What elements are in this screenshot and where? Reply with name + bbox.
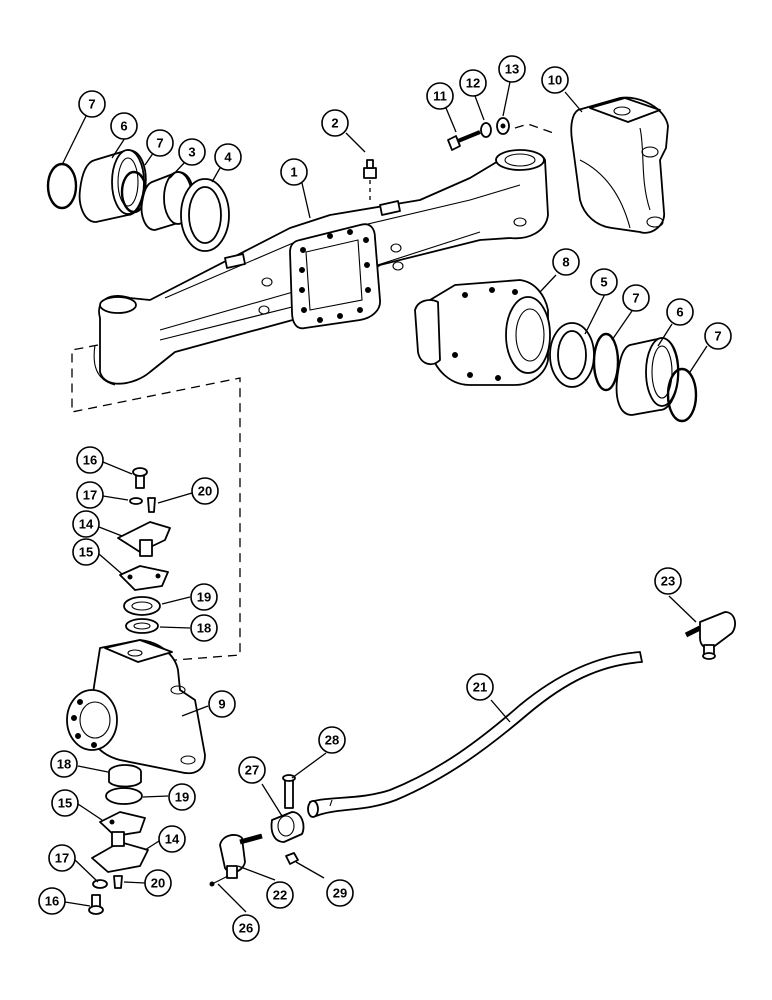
callout-21-label: 21 (473, 680, 487, 695)
callout-13: 13 (498, 55, 526, 83)
clamp (270, 774, 305, 865)
callout-7a: 7 (78, 90, 106, 118)
callout-3-label: 3 (188, 145, 195, 160)
breather-plug (363, 159, 377, 200)
track-rod (307, 651, 643, 818)
callout-19a-label: 19 (197, 590, 211, 605)
callout-16a-label: 16 (83, 453, 97, 468)
callout-20a: 20 (191, 477, 219, 505)
swivel-housing-right (570, 96, 669, 234)
callout-11: 11 (426, 82, 454, 110)
callout-26: 26 (232, 914, 260, 942)
callout-1: 1 (280, 158, 308, 186)
right-bushing-set (549, 322, 698, 423)
callout-8-label: 8 (562, 255, 569, 270)
callout-27: 27 (238, 756, 266, 784)
callout-3: 3 (178, 138, 206, 166)
callout-7d: 7 (704, 322, 732, 350)
callout-5-label: 5 (600, 275, 607, 290)
leader-lines (61, 81, 708, 913)
callout-4: 4 (214, 143, 242, 171)
callout-20a-label: 20 (198, 484, 212, 499)
callout-14b-label: 14 (165, 832, 180, 847)
assembly-line (71, 344, 241, 661)
callout-15b: 15 (51, 789, 79, 817)
callout-6b: 6 (666, 298, 694, 326)
callout-10-label: 10 (548, 73, 562, 88)
callout-15a-label: 15 (79, 545, 93, 560)
callout-2-label: 2 (331, 116, 338, 131)
callout-17a: 17 (76, 481, 104, 509)
callout-19b-label: 19 (175, 790, 189, 805)
callout-12-label: 12 (466, 76, 480, 91)
callout-16b-label: 16 (45, 894, 59, 909)
callout-5: 5 (590, 268, 618, 296)
callout-2: 2 (321, 109, 349, 137)
callout-6a: 6 (110, 112, 138, 140)
callout-26-label: 26 (239, 921, 253, 936)
callout-7c-label: 7 (632, 291, 639, 306)
callout-6a-label: 6 (120, 119, 127, 134)
callout-19a: 19 (190, 583, 218, 611)
callout-7b: 7 (146, 129, 174, 157)
callout-9: 9 (208, 690, 236, 718)
hub-assembly (414, 279, 551, 386)
callout-10: 10 (541, 66, 569, 94)
callout-11-label: 11 (433, 89, 447, 104)
callout-1-label: 1 (290, 165, 297, 180)
callout-28: 28 (318, 726, 346, 754)
callout-15a: 15 (72, 538, 100, 566)
callout-14b: 14 (158, 825, 186, 853)
callout-16b: 16 (38, 887, 66, 915)
callout-19b: 19 (168, 783, 196, 811)
left-bushing-set (46, 149, 230, 252)
callout-14a: 14 (72, 510, 100, 538)
tie-rod-end-left (209, 833, 263, 887)
callout-23-label: 23 (661, 574, 675, 589)
callout-13-label: 13 (505, 62, 519, 77)
callout-16a: 16 (76, 446, 104, 474)
bolt-washer-nut (447, 117, 557, 151)
callout-14a-label: 14 (79, 517, 94, 532)
callout-9-label: 9 (218, 697, 225, 712)
callout-17b-label: 17 (55, 851, 69, 866)
callout-18a-label: 18 (197, 621, 211, 636)
callout-29-label: 29 (333, 886, 347, 901)
callout-4-label: 4 (224, 150, 232, 165)
callout-7b-label: 7 (156, 136, 163, 151)
callout-20b-label: 20 (151, 876, 165, 891)
callout-28-label: 28 (325, 733, 339, 748)
upper-pin-group (117, 467, 171, 634)
callout-7c: 7 (622, 284, 650, 312)
callout-17b: 17 (48, 844, 76, 872)
tie-rod-end-right (684, 611, 736, 660)
lower-pin-group (88, 764, 149, 915)
callout-22-label: 22 (273, 888, 287, 903)
callout-29: 29 (326, 879, 354, 907)
axle-housing (93, 149, 549, 386)
callout-20b: 20 (144, 869, 172, 897)
callout-22: 22 (266, 881, 294, 909)
swivel-housing-left (66, 639, 206, 775)
callout-7a-label: 7 (88, 97, 95, 112)
callout-21: 21 (466, 673, 494, 701)
callout-12: 12 (459, 69, 487, 97)
callout-27-label: 27 (245, 763, 259, 778)
callout-18b-label: 18 (57, 757, 71, 772)
callout-8: 8 (552, 248, 580, 276)
callout-23: 23 (654, 567, 682, 595)
callout-17a-label: 17 (83, 488, 97, 503)
callout-18a: 18 (190, 614, 218, 642)
callout-7d-label: 7 (714, 329, 721, 344)
callout-15b-label: 15 (58, 796, 72, 811)
callout-6b-label: 6 (676, 305, 683, 320)
callout-18b: 18 (50, 750, 78, 778)
